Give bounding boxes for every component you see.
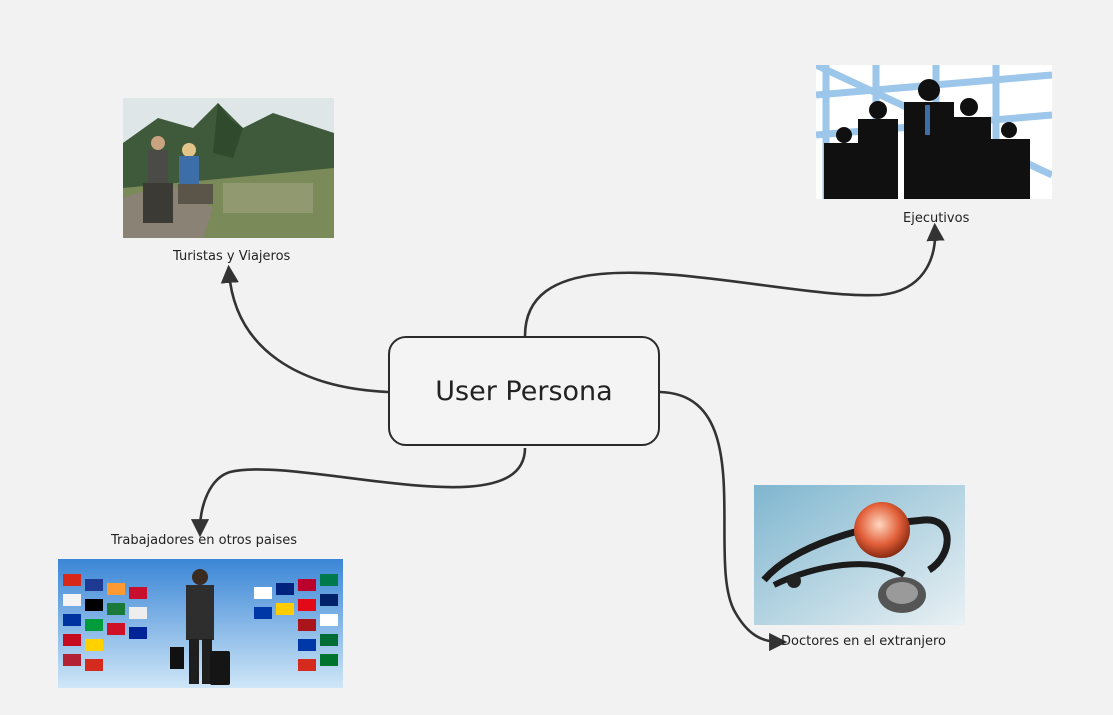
connector-executives[interactable] [523,222,945,337]
executives-image[interactable] [816,65,1052,199]
central-node-user-persona[interactable]: User Persona [388,336,660,446]
workers-image[interactable] [58,559,343,688]
doctors-image[interactable] [754,485,965,625]
label-workers: Trabajadores en otros paises [111,533,298,548]
label-tourists: Turistas y Viajeros [173,249,291,264]
label-executives: Ejecutivos [903,211,970,226]
connector-workers[interactable] [190,447,527,538]
connector-tourists[interactable] [220,264,389,394]
connector-doctors[interactable] [659,390,788,652]
tourists-image[interactable] [123,98,334,238]
central-node-label: User Persona [435,375,613,407]
label-doctors: Doctores en el extranjero [781,634,946,649]
